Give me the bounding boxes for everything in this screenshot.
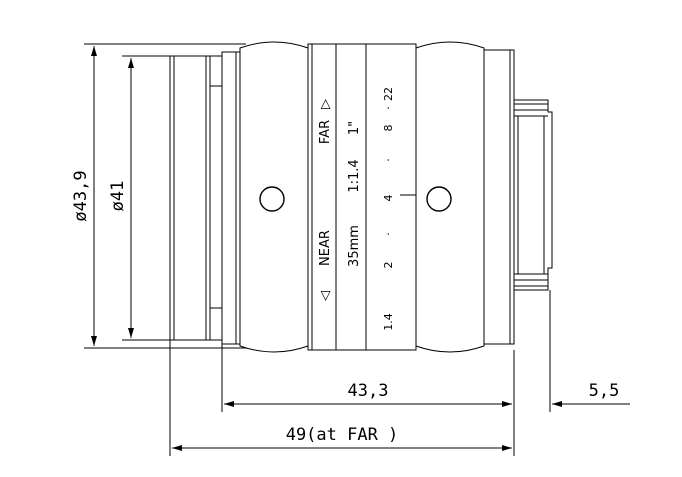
focal-length-label: 35mm: [347, 225, 362, 267]
center-barrel: ▷ FAR NEAR ◁ 1" 1:1.4 35mm 22 · 8 · 4 · …: [307, 43, 417, 351]
aperture-scale-4: 4: [382, 195, 395, 202]
outer-diameter-label: ø43,9: [71, 170, 91, 221]
inner-diameter-dimension: ø41: [108, 55, 170, 341]
iris-ring: [415, 41, 485, 353]
rear-barrel: [483, 49, 515, 345]
total-length-dimension: 49(at FAR ): [172, 425, 512, 451]
c-mount-thread: [514, 99, 553, 291]
far-label: FAR: [318, 120, 333, 144]
body-length-label: 43,3: [348, 381, 389, 401]
scale-dot: ·: [382, 232, 395, 236]
focus-lock-screw: [259, 186, 285, 212]
front-cap: [169, 51, 241, 345]
inner-diameter-label: ø41: [108, 181, 128, 212]
aperture-ratio-label: 1:1.4: [347, 159, 362, 192]
mount-length-label: 5,5: [589, 381, 620, 401]
aperture-scale-1.4: 1.4: [382, 313, 395, 331]
scale-dot: ·: [382, 106, 395, 110]
aperture-scale-2: 2: [382, 262, 395, 269]
aperture-scale-8: 8: [382, 125, 395, 132]
outer-diameter-dimension: ø43,9: [71, 43, 246, 349]
iris-lock-screw: [426, 186, 452, 212]
body-length-dimension: 43,3: [224, 381, 512, 407]
extension-lines: [169, 290, 551, 456]
scale-dot: ·: [382, 158, 395, 162]
focus-ring: [239, 41, 309, 353]
far-arrow: ▷: [318, 99, 333, 109]
near-arrow: ◁: [318, 291, 333, 301]
near-label: NEAR: [318, 230, 333, 266]
format-label: 1": [347, 121, 362, 135]
mount-length-dimension: 5,5: [492, 381, 630, 407]
total-length-label: 49(at FAR ): [286, 425, 399, 445]
aperture-scale-22: 22: [382, 87, 395, 101]
